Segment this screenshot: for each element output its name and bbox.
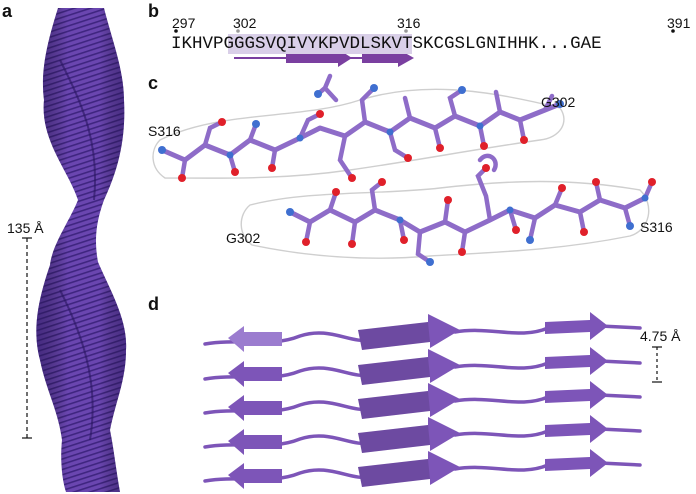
beta-sheet-layer [203, 415, 642, 455]
beta-sheet-layer [203, 381, 642, 421]
residue-number-297: 297 [172, 15, 196, 31]
residue-label-s316-bottom: S316 [640, 219, 673, 235]
residue-number-302: 302 [233, 15, 257, 31]
beta-sheet-layer [203, 449, 642, 489]
residue-label-g302-bottom: G302 [226, 230, 261, 246]
rise-label-4-75: 4.75 Å [640, 328, 681, 344]
residue-number-316: 316 [397, 15, 421, 31]
residue-number-391: 391 [667, 15, 691, 31]
panel-label-b: b [148, 1, 159, 21]
panel-label-d: d [148, 294, 159, 314]
residue-label-g302-top: G302 [541, 94, 576, 110]
residue-label-s316-top: S316 [148, 123, 181, 139]
sequence-highlight-box [228, 34, 412, 54]
sequence-suffix: KVTSKCGSLGNIHHK...GAE [381, 34, 602, 54]
panel-label-a: a [2, 1, 13, 21]
beta-sheet-layer [203, 312, 642, 352]
sequence-core: GGGSVQIVYKPVDLS [223, 34, 382, 54]
scale-label-135: 135 Å [6, 220, 45, 236]
sequence-prefix: IKHVP [171, 34, 224, 54]
protein-sequence: IKHVPGGGSVQIVYKPVDLSKVTSKCGSLGNIHHK...GA… [171, 34, 602, 54]
beta-sheet-layer [203, 347, 642, 387]
panel-label-c: c [148, 73, 159, 93]
